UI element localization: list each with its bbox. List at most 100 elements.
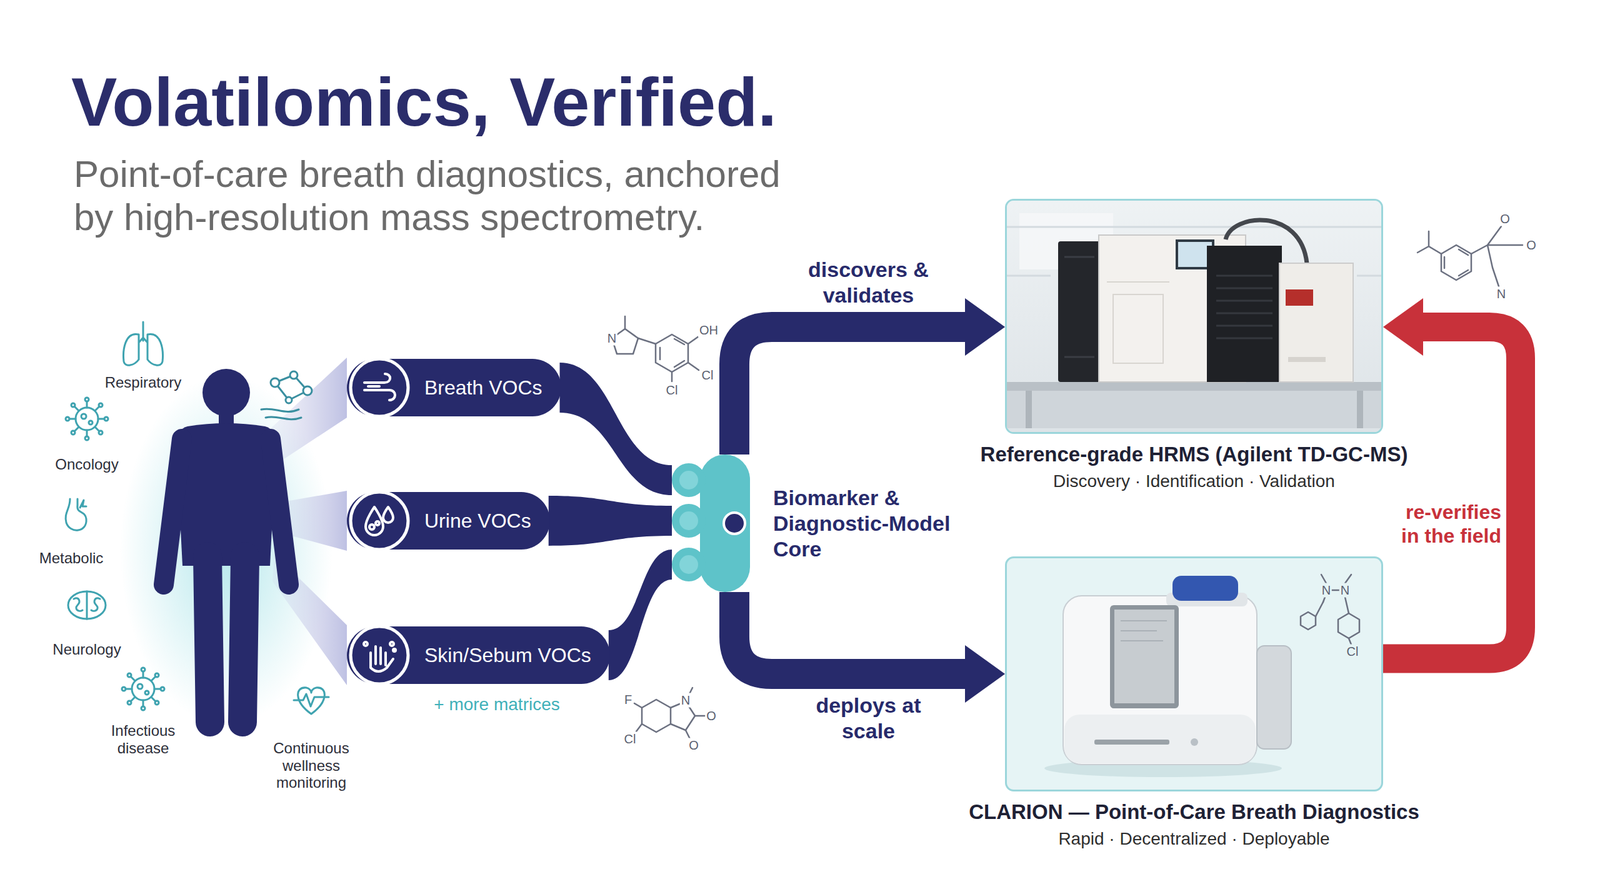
- illustration-part: [624, 316, 627, 329]
- illustration-part: [695, 715, 705, 717]
- flow-arrow: [734, 326, 968, 455]
- illustration-part: [1064, 256, 1095, 259]
- illustration-part: [363, 641, 368, 646]
- illustration-part: [141, 667, 145, 672]
- illustration-part: [1216, 312, 1273, 315]
- illustration-part: [671, 371, 674, 382]
- illustration-part: [155, 700, 159, 705]
- model-core-hub: Biomarker & Diagnostic-Model Core: [671, 454, 760, 592]
- illustration-part: [1345, 596, 1349, 614]
- edge-label: deploys at scale: [815, 692, 922, 744]
- atom-label: N: [1339, 583, 1351, 598]
- matrix-note: + more matrices: [433, 694, 560, 715]
- illustration-part: [293, 693, 329, 707]
- illustration-part: [1064, 356, 1095, 359]
- merge-band: [548, 495, 672, 546]
- illustration-part: [121, 686, 126, 691]
- panel-subheading: Discovery · Identification · Validation: [980, 470, 1409, 492]
- illustration-part: [1025, 390, 1032, 429]
- illustration-part: [127, 673, 132, 677]
- illustration-part: [1110, 605, 1179, 709]
- illustration-part: [364, 373, 390, 383]
- illustration-part: [1206, 245, 1282, 382]
- hrms-instrument-picture: [1006, 200, 1382, 432]
- illustration-part: [68, 591, 106, 619]
- brain-icon: [68, 591, 106, 619]
- connector: [608, 549, 672, 680]
- illustration-part: [688, 362, 699, 370]
- category-label: Respiratory: [105, 373, 182, 392]
- illustration-part: [1216, 287, 1273, 290]
- illustration-part: [1285, 289, 1314, 306]
- illustration-part: [125, 671, 161, 707]
- illustration-part: [71, 403, 75, 407]
- illustration-part: [1006, 390, 1382, 429]
- panel-caption-block: Reference-grade HRMS (Agilent TD-GC-MS) D…: [980, 441, 1409, 492]
- illustration-part: [1315, 601, 1324, 617]
- hub-shape: [671, 454, 760, 592]
- panel-heading: Reference-grade HRMS (Agilent TD-GC-MS): [980, 441, 1409, 467]
- illustration-part: [303, 386, 312, 395]
- illustration-part: [393, 648, 396, 652]
- illustration-part: [176, 423, 277, 566]
- illustration-part: [1216, 300, 1273, 302]
- illustration-part: [1256, 645, 1292, 749]
- category-label: Infectious disease: [96, 721, 190, 757]
- atom-label: F: [623, 692, 634, 707]
- illustration-part: [1279, 263, 1354, 382]
- panel-caption-block: CLARION — Point-of-Care Breath Diagnosti…: [968, 799, 1420, 849]
- illustration-part: [350, 358, 409, 417]
- illustration-part: [85, 436, 89, 440]
- pill-label: Urine VOCs: [424, 491, 532, 550]
- page-title: Volatilomics, Verified.: [71, 67, 777, 137]
- illustration-part: [1216, 275, 1273, 339]
- atom-label: N: [606, 331, 618, 346]
- urine-icon: [346, 488, 412, 554]
- illustration-part: [1338, 613, 1360, 639]
- panel-heading: CLARION — Point-of-Care Breath Diagnosti…: [968, 799, 1420, 825]
- pill-label: Skin/Sebum VOCs: [424, 626, 592, 684]
- illustration-part: [1345, 574, 1352, 584]
- merge-band: [560, 362, 672, 495]
- category-label: Neurology: [52, 640, 121, 659]
- atom-label: Cl: [1345, 644, 1360, 659]
- chemical-structure: [1417, 226, 1523, 287]
- illustration-part: [1058, 241, 1101, 382]
- illustration-part: [1063, 595, 1257, 765]
- illustration-part: [636, 723, 642, 732]
- connector: [734, 298, 1005, 455]
- connector: [734, 591, 1005, 703]
- breath-molecule-icon: [261, 371, 312, 420]
- illustration-part: [1006, 275, 1051, 277]
- illustration-part: [270, 438, 289, 585]
- illustration-part: [202, 368, 250, 417]
- illustration-part: [1444, 249, 1469, 276]
- illustration-part: [350, 491, 409, 550]
- atom-label: OH: [698, 323, 720, 338]
- illustration-part: [242, 556, 245, 722]
- illustration-part: [1120, 620, 1167, 622]
- pill-label: Breath VOCs: [424, 358, 543, 417]
- atom-label: O: [1498, 211, 1512, 227]
- illustration-part: [141, 706, 145, 710]
- connector: [560, 362, 672, 495]
- illustration-part: [290, 371, 298, 379]
- illustration-part: [1441, 245, 1472, 280]
- illustration-part: [71, 430, 75, 435]
- page-subtitle: Point-of-care breath diagnostics, anchor…: [73, 152, 805, 239]
- illustration-part: [207, 556, 210, 722]
- instrument-panel: Reference-grade HRMS (Agilent TD-GC-MS)D…: [1005, 198, 1384, 434]
- merge-band: [608, 549, 672, 680]
- illustration-part: [1300, 574, 1360, 645]
- illustration-part: [104, 416, 109, 421]
- illustration-part: [137, 683, 143, 689]
- hand-icon: [346, 622, 412, 688]
- chemical-structure: [611, 316, 699, 382]
- illustration-part: [671, 503, 706, 538]
- edge-label: re-verifies in the field: [1387, 500, 1502, 549]
- arrow-head: [965, 645, 1005, 703]
- arrow-head: [1383, 298, 1424, 356]
- illustration-part: [641, 699, 671, 732]
- breath-icon: [346, 355, 412, 420]
- illustration-part: [1321, 574, 1327, 584]
